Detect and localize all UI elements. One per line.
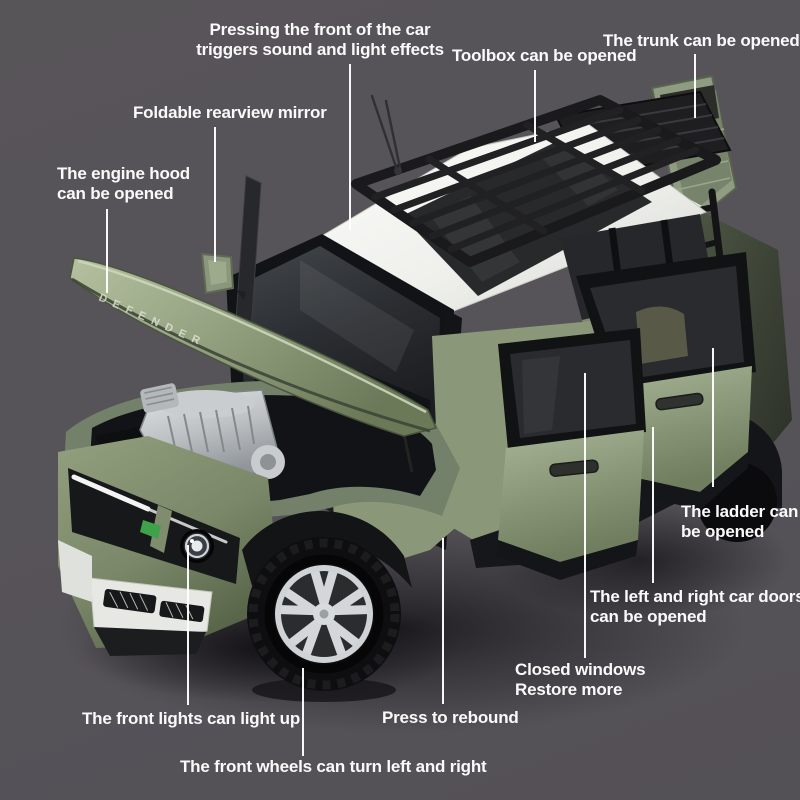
leader-press-front	[349, 64, 351, 230]
annotation-trunk: The trunk can be opened	[603, 31, 800, 50]
bumper-mesh	[103, 588, 205, 623]
front-wheel	[242, 510, 412, 702]
leader-trunk	[694, 54, 696, 118]
led-light-bar	[71, 474, 151, 512]
headlight	[180, 529, 214, 563]
front-face	[58, 436, 276, 656]
annotation-engine-hood: The engine hood can be opened	[57, 164, 190, 203]
rear-door-handle	[655, 392, 704, 411]
leader-windows	[584, 373, 586, 658]
front-door-handle	[549, 459, 599, 477]
leader-ladder	[712, 348, 714, 487]
front-door-open	[496, 328, 646, 580]
leader-front-wheels	[302, 668, 304, 756]
annotation-rebound: Press to rebound	[382, 708, 519, 727]
annotation-front-wheels: The front wheels can turn left and right	[180, 757, 487, 776]
annotation-press-front: Pressing the front of the car triggers s…	[196, 20, 444, 59]
leader-rebound	[442, 538, 444, 704]
leader-mirror	[214, 127, 216, 262]
wheel-spokes	[276, 567, 372, 658]
annotation-front-lights: The front lights can light up	[82, 709, 301, 728]
annotation-windows: Closed windows Restore more	[515, 660, 646, 699]
antenna	[370, 94, 402, 175]
leader-front-lights	[187, 545, 189, 705]
leader-toolbox	[534, 70, 536, 142]
annotation-doors: The left and right car doors can be open…	[590, 587, 800, 626]
leader-engine-hood	[106, 209, 108, 293]
roof-rack	[351, 95, 721, 267]
annotation-toolbox: Toolbox can be opened	[452, 46, 637, 65]
annotation-ladder: The ladder can be opened	[681, 502, 799, 541]
leader-doors	[652, 427, 654, 583]
front-badge	[140, 520, 161, 539]
annotation-mirror: Foldable rearview mirror	[133, 103, 327, 122]
folded-rearview-mirror	[200, 252, 246, 300]
